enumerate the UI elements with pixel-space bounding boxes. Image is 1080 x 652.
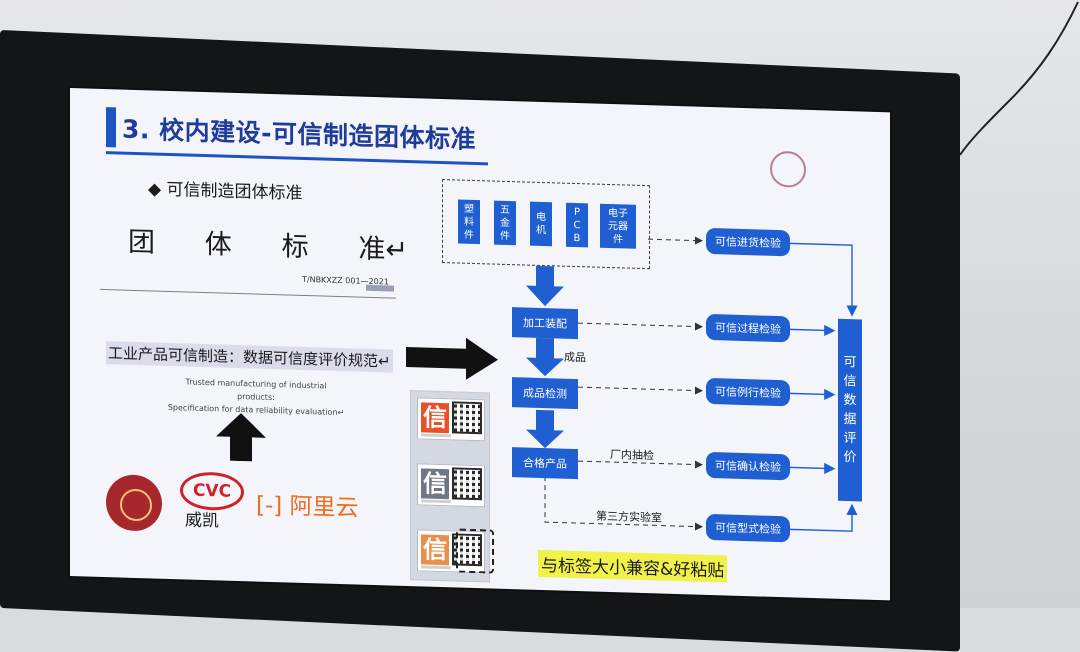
check-incoming: 可信进货检验 xyxy=(706,227,790,257)
finished-label: 成品 xyxy=(564,350,586,365)
check-confirm: 可信确认检验 xyxy=(706,451,790,481)
presentation-slide: 3. 校内建设-可信制造团体标准 ◆ 可信制造团体标准 团 体 标 准↵ T/N… xyxy=(70,88,890,601)
assembly-box: 加工装配 xyxy=(512,307,578,340)
part-motor: 电 机 xyxy=(530,201,552,247)
trusted-data-evaluation: 可 信 数 据 评 价 xyxy=(838,318,862,502)
part-pcb: P C B xyxy=(566,202,588,248)
check-routine: 可信例行检验 xyxy=(706,377,790,407)
arrow-right-icon xyxy=(406,337,498,380)
factory-sample-label: 厂内抽检 xyxy=(610,448,654,463)
power-cable xyxy=(959,1,1079,156)
check-process: 可信过程检验 xyxy=(706,313,790,343)
part-electronics: 电子 元器 件 xyxy=(600,203,636,249)
flow-connectors xyxy=(526,236,858,532)
arrow-up-icon xyxy=(216,413,266,462)
part-plastic: 塑 料 件 xyxy=(458,199,480,245)
qualified-product-box: 合格产品 xyxy=(512,447,578,480)
check-type: 可信型式检验 xyxy=(706,513,790,543)
part-hardware: 五 金 件 xyxy=(494,200,516,246)
third-party-lab-label: 第三方实验室 xyxy=(596,509,662,525)
finished-test-box: 成品检测 xyxy=(512,377,578,410)
